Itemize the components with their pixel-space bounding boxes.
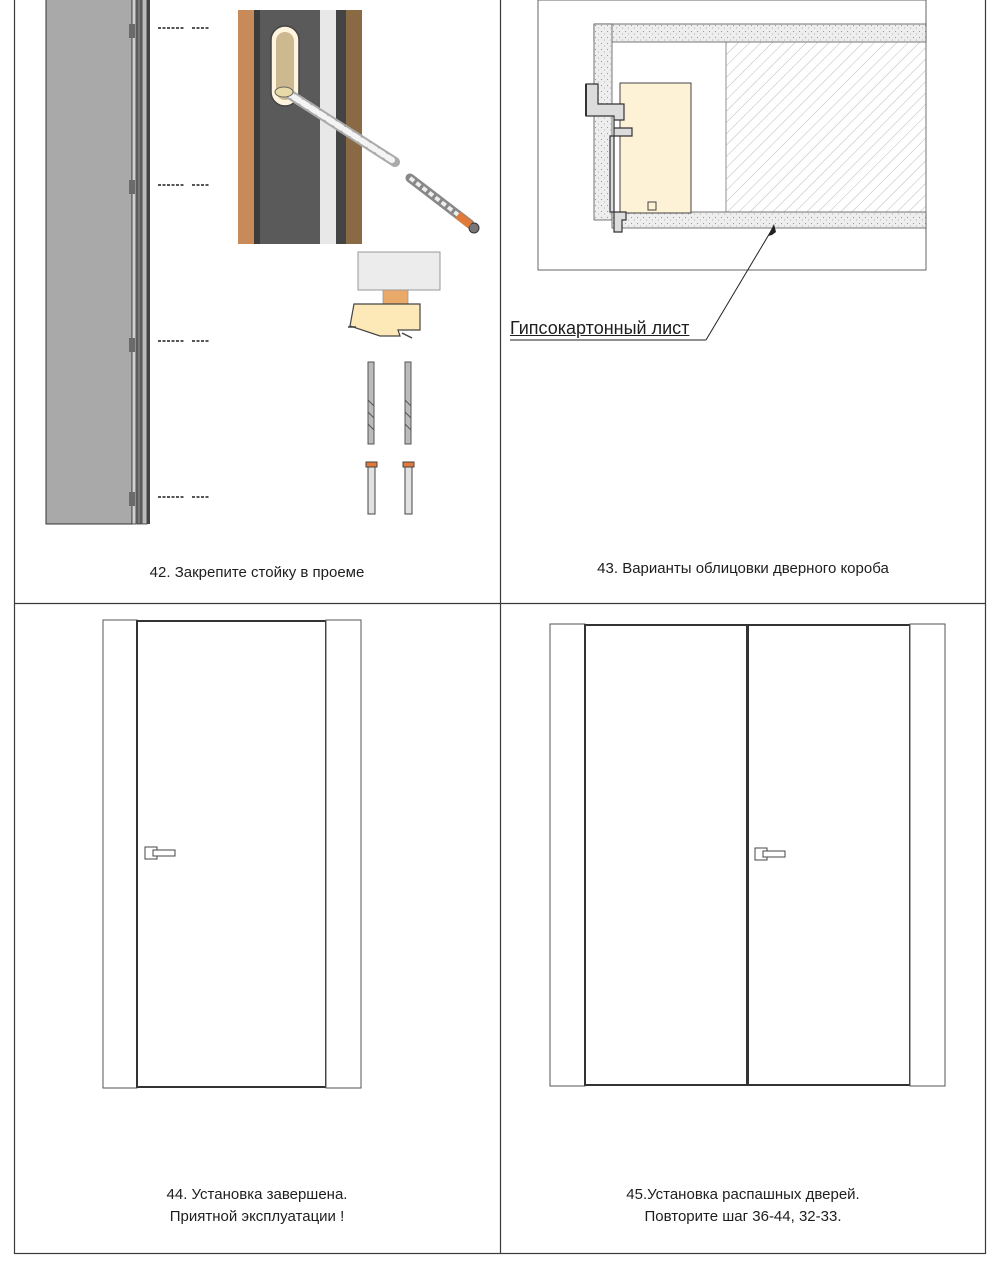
dowels	[365, 461, 415, 515]
wall-hatch	[725, 41, 927, 215]
door-frame-right	[325, 619, 362, 1089]
screw-markers	[158, 27, 210, 498]
door-handle-icon	[144, 846, 176, 860]
door-leaf-left	[584, 624, 748, 1086]
double-door-frame-left	[549, 623, 586, 1087]
door-handle-icon	[754, 847, 786, 861]
step-45-caption-line2: Повторите шаг 36-44, 32-33.	[644, 1208, 842, 1225]
door-jamb	[129, 0, 150, 525]
closeup-frame-detail	[238, 10, 480, 244]
frame-insert	[619, 82, 692, 214]
aluminum-profile	[585, 83, 633, 233]
drywall-callout-label: Гипсокартонный лист	[510, 318, 690, 338]
wall-panel	[45, 0, 133, 525]
double-door-frame-right	[909, 623, 946, 1087]
profile-section	[348, 251, 441, 339]
drywall-sheet	[611, 211, 927, 229]
step-43-caption: 43. Варианты облицовки дверного короба	[597, 560, 889, 577]
door-frame-left	[102, 619, 138, 1089]
drill-bits	[367, 361, 412, 445]
step-42-caption: 42. Закрепите стойку в проеме	[149, 564, 365, 581]
step-44-caption-line1: 44. Установка завершена.	[166, 1186, 348, 1203]
step-44-caption: 44. Установка завершена. Приятной эксплу…	[14, 1184, 500, 1228]
step-45-caption: 45.Установка распашных дверей. Повторите…	[500, 1184, 986, 1228]
step-44-caption-line2: Приятной эксплуатации !	[169, 1208, 345, 1225]
step-45-caption-line1: 45.Установка распашных дверей.	[626, 1186, 860, 1203]
